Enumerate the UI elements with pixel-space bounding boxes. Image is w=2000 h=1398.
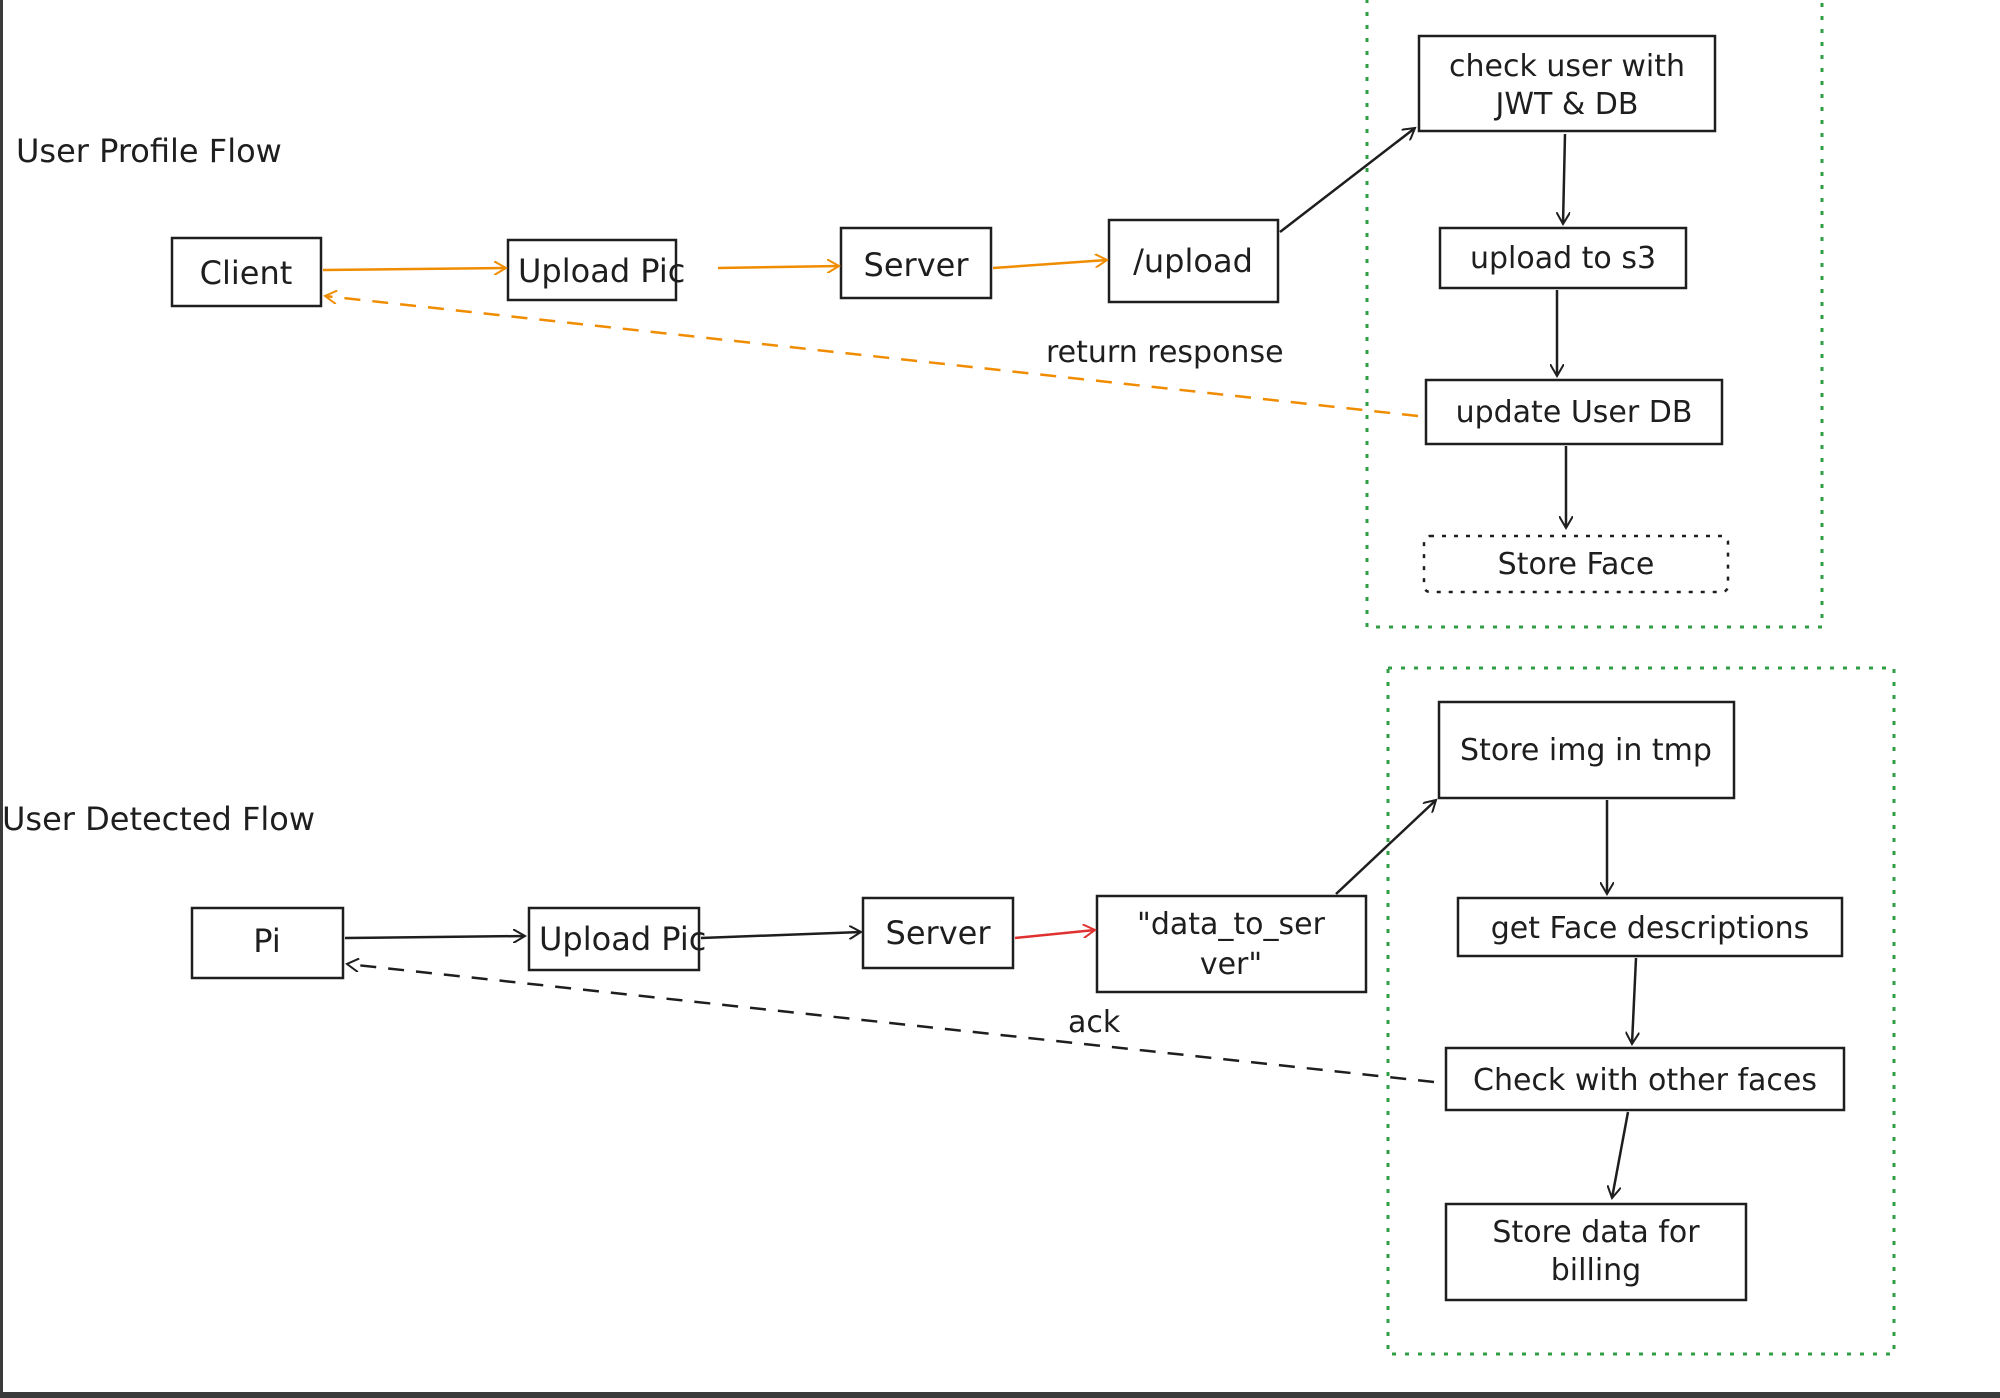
store-face-node[interactable]: Store Face [1422, 534, 1730, 594]
check-user-label-line2: JWT & DB [1494, 87, 1639, 122]
arrow-check-faces-to-billing[interactable] [1612, 1111, 1630, 1198]
client-label: Client [200, 254, 293, 292]
arrow-data-endpoint-to-store-img[interactable] [1335, 800, 1436, 895]
arrow-detected-upload-to-server[interactable] [700, 932, 861, 938]
data-to-server-label-line2: ver" [1200, 947, 1262, 982]
arrow-pi-to-upload[interactable] [344, 936, 525, 938]
client-node[interactable]: Client [170, 236, 323, 308]
arrow-get-face-to-check-faces[interactable] [1632, 957, 1636, 1044]
update-user-db-label: update User DB [1456, 395, 1693, 430]
upload-endpoint-label: /upload [1133, 242, 1253, 280]
arrow-check-to-s3[interactable] [1563, 133, 1565, 224]
detected-server-node[interactable]: Server [861, 896, 1015, 970]
profile-flow-title: User Profile Flow [16, 132, 282, 170]
detected-upload-pic-label: Upload Pic [539, 920, 706, 958]
detected-server-label: Server [886, 914, 992, 952]
arrow-client-to-upload[interactable] [322, 268, 506, 270]
window-bottom-edge [0, 1392, 2000, 1398]
pi-node[interactable]: Pi [190, 906, 345, 980]
store-face-label: Store Face [1498, 547, 1655, 582]
arrow-endpoint-to-check-user[interactable] [1279, 128, 1415, 233]
profile-server-label: Server [864, 246, 970, 284]
arrow-ack-return[interactable] [347, 964, 1435, 1084]
upload-s3-node[interactable]: upload to s3 [1438, 226, 1688, 290]
data-to-server-label-line1: "data_to_ser [1137, 907, 1326, 942]
get-face-descriptions-label: get Face descriptions [1491, 911, 1810, 946]
arrow-return-response[interactable] [325, 296, 1419, 418]
get-face-descriptions-node[interactable]: get Face descriptions [1456, 896, 1844, 958]
check-other-faces-node[interactable]: Check with other faces [1444, 1046, 1846, 1112]
check-other-faces-label: Check with other faces [1473, 1063, 1817, 1098]
store-billing-node[interactable]: Store data for billing [1444, 1202, 1748, 1302]
profile-upload-pic-label: Upload Pic [518, 252, 685, 290]
check-user-label-line1: check user with [1449, 49, 1685, 84]
ack-label: ack [1068, 1005, 1121, 1040]
upload-endpoint-node[interactable]: /upload [1107, 218, 1280, 304]
store-billing-label-line1: Store data for [1492, 1215, 1700, 1250]
data-to-server-node[interactable]: "data_to_ser ver" [1095, 894, 1368, 994]
detected-backend-group[interactable] [1386, 666, 1896, 1356]
arrow-server-to-upload-endpoint[interactable] [992, 260, 1107, 270]
pi-label: Pi [253, 922, 280, 960]
window-left-edge [0, 0, 3, 1398]
profile-upload-pic-node[interactable]: Upload Pic [506, 238, 685, 302]
check-user-node[interactable]: check user with JWT & DB [1417, 34, 1717, 133]
update-user-db-node[interactable]: update User DB [1424, 378, 1724, 446]
store-img-label: Store img in tmp [1460, 733, 1712, 768]
profile-server-node[interactable]: Server [839, 226, 993, 300]
arrow-server-to-data-endpoint[interactable] [1014, 930, 1095, 940]
detected-upload-pic-node[interactable]: Upload Pic [527, 906, 706, 972]
detected-flow-title: User Detected Flow [2, 800, 315, 838]
store-img-node[interactable]: Store img in tmp [1437, 700, 1736, 800]
return-response-label: return response [1046, 335, 1284, 370]
store-billing-label-line2: billing [1551, 1253, 1641, 1288]
upload-s3-label: upload to s3 [1470, 241, 1656, 276]
arrow-upload-to-server[interactable] [717, 266, 839, 268]
